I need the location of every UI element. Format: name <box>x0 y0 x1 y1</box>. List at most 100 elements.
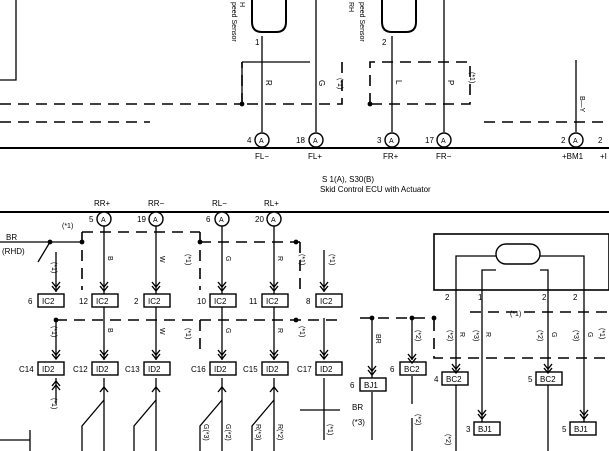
wire-opt-left: (*1) <box>62 223 73 230</box>
connector-id2-c14: ID2 C14 <box>19 361 65 376</box>
pin-fl-plus: A 18 FL+ <box>296 132 324 161</box>
pin-partial-right: 2 +I <box>598 136 607 161</box>
right-wire-r2: R <box>484 332 491 337</box>
svg-text:ID2: ID2 <box>214 365 227 374</box>
pin-bm1: A 2 +BM1 <box>561 132 584 161</box>
connector-bj1-5: BJ1 5 <box>562 421 597 436</box>
svg-text:ID2: ID2 <box>320 365 333 374</box>
label-r-r2: R(*2) <box>276 424 283 440</box>
right-wire-g1: G <box>550 332 557 337</box>
junction-dot <box>47 239 53 245</box>
svg-text:2: 2 <box>598 136 603 145</box>
right-pin-2: 1 <box>478 293 483 302</box>
connector-bj1-6: BJ1 6 <box>350 377 387 392</box>
svg-text:18: 18 <box>296 136 305 145</box>
svg-text:FR+: FR+ <box>383 152 399 161</box>
wire-opt-2: (*1) <box>468 72 475 83</box>
svg-text:3: 3 <box>466 425 471 434</box>
label-g-r3: G(*3) <box>202 424 209 441</box>
connector-ic2-8: IC2 8 <box>306 293 343 308</box>
right-opt-2b: (*2) <box>536 330 543 341</box>
left-speed-sensor <box>251 0 287 33</box>
pin-rr-plus: A 5 RR+ <box>89 199 112 227</box>
wire-label-g2: G <box>224 256 231 261</box>
svg-text:2: 2 <box>134 297 139 306</box>
svg-text:C13: C13 <box>125 365 140 374</box>
svg-text:A: A <box>101 217 106 224</box>
wire-label-b-lower: B <box>106 328 113 333</box>
right-component-box <box>433 233 609 291</box>
svg-text:+I: +I <box>600 152 607 161</box>
svg-text:BC2: BC2 <box>404 365 420 374</box>
svg-text:8: 8 <box>306 297 311 306</box>
wire-br-left <box>0 241 82 263</box>
wire-label-by: B—Y <box>578 96 585 113</box>
svg-text:FR−: FR− <box>436 152 452 161</box>
svg-text:C14: C14 <box>19 365 34 374</box>
shield-dashed-left <box>0 62 343 123</box>
junction-dot <box>431 315 437 321</box>
wire-opt-br-low: (*3) <box>352 418 365 427</box>
svg-text:A: A <box>153 217 158 224</box>
junction-dot <box>197 239 203 245</box>
svg-text:BJ1: BJ1 <box>574 425 588 434</box>
left-sensor-label-2: H <box>238 2 245 7</box>
svg-text:IC2: IC2 <box>320 297 333 306</box>
shield-drain-wires <box>55 250 325 358</box>
wire-opt-d: (*1) <box>328 254 335 265</box>
right-sensor-pin: 2 <box>382 38 387 47</box>
svg-text:A: A <box>259 138 264 145</box>
wire-opt-a: (*1) <box>50 262 57 273</box>
right-wire-g2: G <box>586 332 593 337</box>
svg-text:4: 4 <box>247 136 252 145</box>
connector-id2-c16: ID2 C16 <box>191 361 237 376</box>
wire-opt-b: (*1) <box>184 254 191 265</box>
diagonal-branch-wires <box>81 399 275 451</box>
svg-text:IC2: IC2 <box>96 297 109 306</box>
right-component-element <box>495 243 541 265</box>
connector-ic2-2: IC2 2 <box>134 293 171 308</box>
wire-opt-h: (*1) <box>50 398 57 409</box>
svg-text:5: 5 <box>562 425 567 434</box>
left-frame-line <box>0 0 17 81</box>
svg-text:RR+: RR+ <box>94 199 111 208</box>
shield-dashed-lower <box>56 319 340 352</box>
svg-text:17: 17 <box>425 136 434 145</box>
wire-opt-f: (*1) <box>298 326 305 337</box>
svg-text:+BM1: +BM1 <box>562 152 584 161</box>
connector-ic2-11: IC2 11 <box>249 293 289 308</box>
pin-fr-plus: A 3 FR+ <box>377 132 400 161</box>
wire-opt-c: (*1) <box>298 254 305 265</box>
right-opt-3a: (*3) <box>472 330 479 341</box>
wire-opt-1: (*1) <box>336 78 343 89</box>
svg-text:4: 4 <box>434 375 439 384</box>
svg-text:A: A <box>219 217 224 224</box>
wire-label-l: L <box>394 80 403 85</box>
shield-dashed-right <box>369 61 471 105</box>
svg-text:FL−: FL− <box>255 152 269 161</box>
wire-label-r2: R <box>276 256 283 261</box>
svg-text:10: 10 <box>197 297 206 306</box>
svg-text:BC2: BC2 <box>540 375 556 384</box>
right-block-wires <box>455 290 585 424</box>
wire-label-g-lower: G <box>224 328 231 333</box>
right-opt-1: (*1) <box>510 311 521 318</box>
right-sensor-label-1: peed Sensor <box>358 2 365 42</box>
svg-text:20: 20 <box>255 215 264 224</box>
right-opt-1b: (*1) <box>598 328 605 339</box>
left-sensor-wires <box>241 36 310 132</box>
svg-text:RL+: RL+ <box>264 199 279 208</box>
junction-dot <box>53 317 59 323</box>
svg-text:IC2: IC2 <box>266 297 279 306</box>
label-r-r3: R(*3) <box>254 424 261 440</box>
svg-text:C16: C16 <box>191 365 206 374</box>
lower-stub-wires <box>0 409 340 451</box>
wire-opt-g: (*1) <box>184 328 191 339</box>
rear-sensor-wires <box>103 226 275 360</box>
svg-text:19: 19 <box>137 215 146 224</box>
shield-dashed-upper <box>81 231 301 290</box>
svg-text:C17: C17 <box>297 365 312 374</box>
svg-text:BJ1: BJ1 <box>478 425 492 434</box>
junction-dot <box>369 315 375 321</box>
